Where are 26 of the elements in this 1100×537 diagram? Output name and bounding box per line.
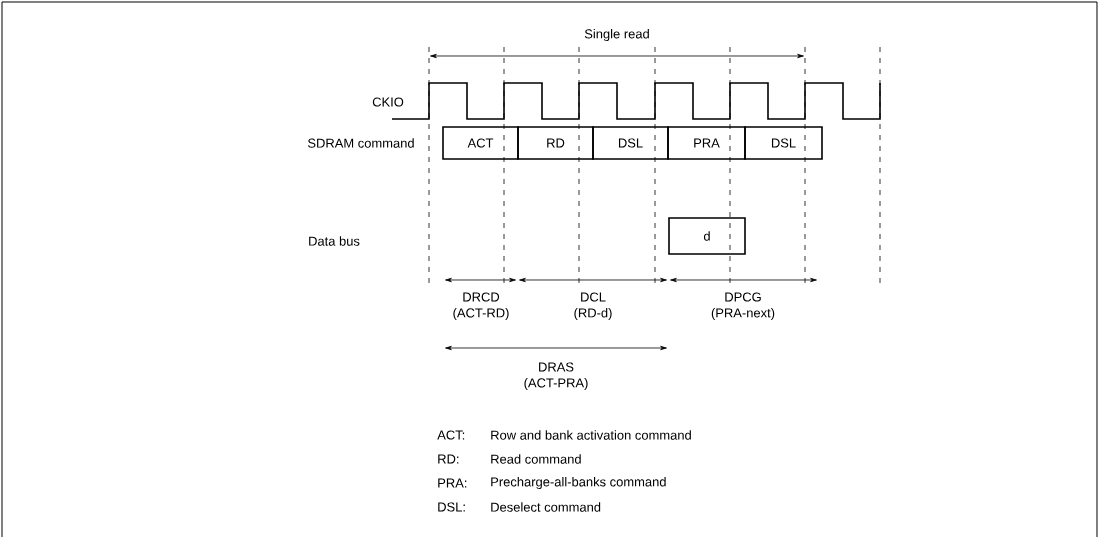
command-box: PRA	[667, 126, 746, 160]
timing-label: (ACT-RD)	[453, 307, 509, 321]
command-box: RD	[517, 126, 594, 160]
timing-label: (RD-d)	[574, 307, 612, 321]
abbreviation: RD:	[438, 454, 459, 464]
abbreviation: PRA:	[438, 478, 467, 488]
timing-label: Single read	[584, 28, 649, 42]
timing-label: (PRA-next)	[711, 307, 775, 321]
timing-label: DCL	[581, 292, 606, 302]
abbreviation: ACT:	[437, 430, 465, 440]
abbreviation: DSL:	[438, 502, 465, 512]
data-box: d	[668, 217, 746, 255]
command-box: ACT	[442, 126, 519, 160]
timing-label: DRCD	[463, 292, 500, 302]
signal-name: CKIO	[372, 97, 404, 107]
signal-name: Data bus	[309, 236, 360, 246]
legend-text: Deselect command	[491, 502, 601, 512]
legend-text: Read command	[491, 454, 581, 464]
command-box: DSL	[592, 126, 669, 160]
legend-text: Row and bank activation command	[491, 430, 691, 440]
command-box: DSL	[744, 126, 823, 160]
legend-text: Precharge-all-banks command	[491, 476, 666, 490]
timing-label: (ACT-PRA)	[524, 377, 588, 391]
signal-name: SDRAM command	[308, 138, 414, 148]
timing-label: DRAS	[539, 362, 574, 372]
timing-label: DPCG	[725, 292, 761, 302]
